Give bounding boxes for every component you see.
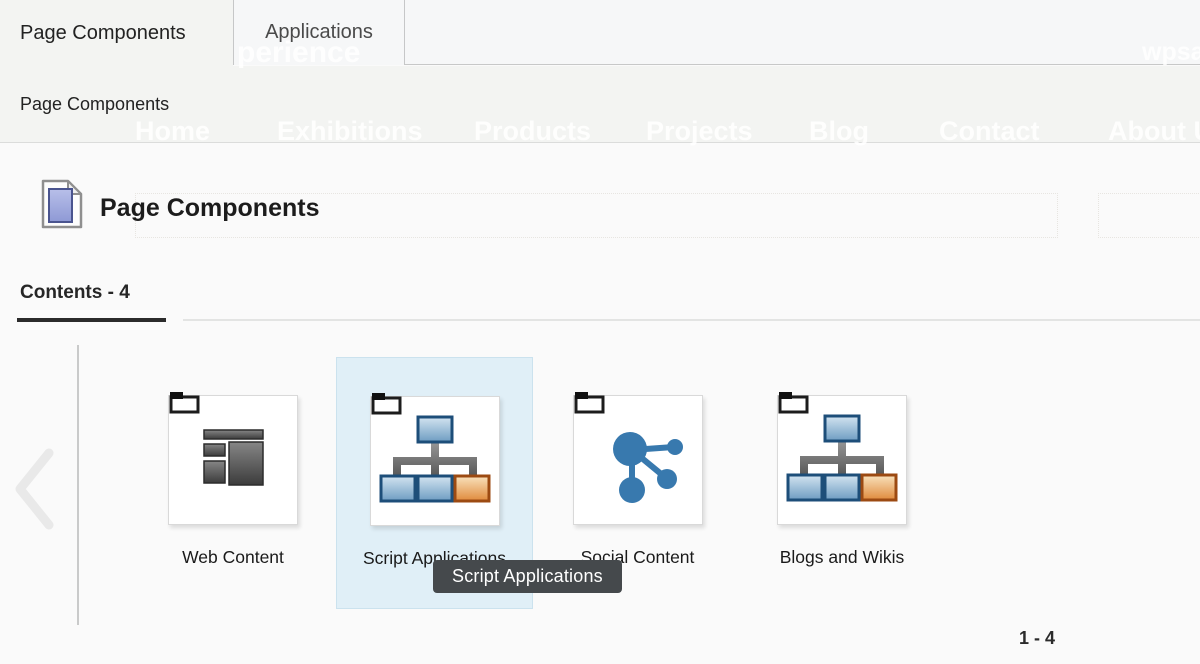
carousel-prev-button[interactable] — [8, 447, 58, 536]
web-content-tile[interactable] — [168, 392, 298, 525]
page-document-icon — [38, 178, 86, 235]
active-tab-underline — [17, 318, 166, 322]
script-applications-sitemap-icon — [379, 414, 491, 509]
folder-icon — [168, 390, 201, 420]
dotted-dropzone-outline — [1098, 193, 1200, 238]
content-item-web-content[interactable]: Web Content — [133, 357, 333, 609]
social-content-share-icon — [592, 412, 684, 509]
social-content-tile[interactable] — [572, 392, 703, 525]
carousel-divider — [77, 345, 79, 625]
tab-contents[interactable]: Contents - 4 — [20, 282, 130, 303]
tab-page-components-label: Page Components — [20, 21, 186, 44]
blogs-wikis-sitemap-icon — [786, 413, 898, 508]
tab-rule — [183, 319, 1200, 321]
pagination-range: 1 - 4 — [1019, 628, 1056, 648]
tab-applications-label: Applications — [265, 21, 373, 43]
web-content-icon — [202, 429, 264, 491]
breadcrumb: Page Components — [20, 94, 170, 114]
content-item-blogs-and-wikis[interactable]: Blogs and Wikis — [742, 357, 942, 609]
script-applications-tile[interactable] — [369, 393, 500, 526]
dotted-dropzone-outline — [135, 193, 1058, 238]
page-title: Page Components — [100, 194, 320, 222]
blogs-and-wikis-tile[interactable] — [777, 392, 907, 525]
breadcrumb-band — [0, 66, 1200, 143]
tab-page-components[interactable]: Page Components — [0, 0, 233, 66]
tab-applications[interactable]: Applications — [233, 0, 405, 65]
folder-icon — [370, 391, 403, 421]
content-item-label: Blogs and Wikis — [779, 547, 905, 567]
tooltip: Script Applications — [433, 560, 622, 593]
content-item-label: Web Content — [182, 547, 284, 567]
folder-icon — [573, 390, 606, 420]
folder-icon — [777, 390, 810, 420]
chevron-left-icon — [8, 448, 58, 535]
